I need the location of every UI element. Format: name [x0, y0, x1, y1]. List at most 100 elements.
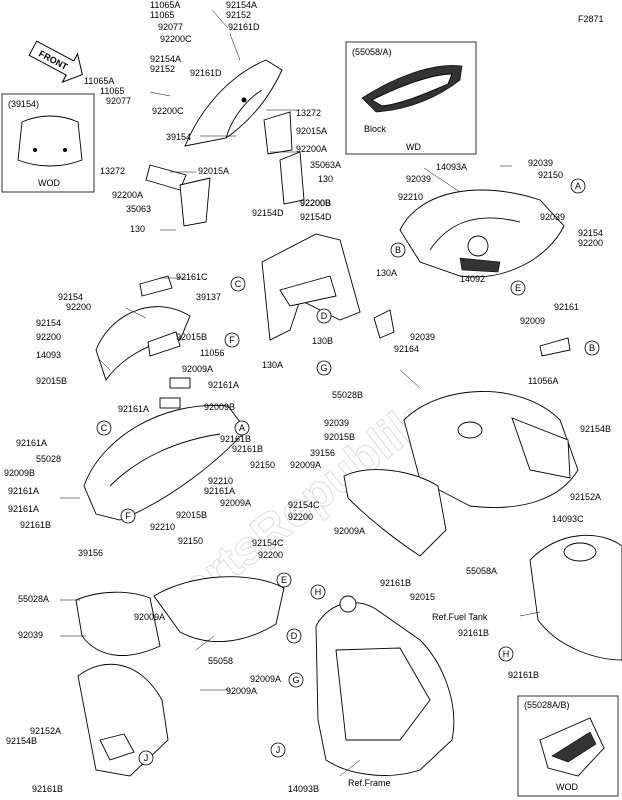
- part-number-label: 92154B: [6, 736, 37, 746]
- part-number-label: 92015: [410, 592, 435, 602]
- part-number-label: 92200B: [300, 198, 331, 208]
- part-number-label: 92161A: [8, 504, 39, 514]
- part-number-label: 92009A: [290, 460, 321, 470]
- callout-circle: [510, 280, 526, 296]
- part-number-label: 92009: [520, 316, 545, 326]
- part-number-label: 55028B: [332, 390, 363, 400]
- callout-j: J: [138, 750, 154, 766]
- part-number-label: 92015B: [324, 432, 355, 442]
- part-number-label: 92154C: [252, 538, 284, 548]
- part-number-label: 92152A: [30, 726, 61, 736]
- part-number-label: 92039: [540, 212, 565, 222]
- part-number-label: 11056: [200, 348, 224, 358]
- part-number-label: 92154A: [150, 54, 181, 64]
- part-number-label: 11056A: [528, 376, 558, 386]
- part-number-label: 92161: [554, 302, 579, 312]
- inset-55028: (55028A/B) WOD: [517, 695, 619, 797]
- part-number-label: 39156: [310, 448, 335, 458]
- part-number-label: 14093C: [552, 514, 584, 524]
- part-number-label: 92161A: [204, 486, 235, 496]
- callout-circle: [120, 508, 136, 524]
- bottom-cowl-part: [77, 663, 169, 777]
- part-number-label: 92009A: [334, 526, 365, 536]
- part-number-label: 92200: [578, 238, 603, 248]
- callout-letter: H: [315, 587, 322, 597]
- part-number-label: 92150: [178, 536, 203, 546]
- part-number-label: 92161B: [20, 520, 51, 530]
- part-number-label: 92009B: [204, 402, 235, 412]
- part-number-label: 92009A: [220, 498, 251, 508]
- part-number-label: 92015B: [176, 510, 207, 520]
- part-number-label: 92039: [410, 332, 435, 342]
- part-number-label: 92154A: [226, 0, 257, 10]
- part-number-label: 130A: [376, 268, 397, 278]
- part-number-label: 39156: [78, 548, 103, 558]
- part-number-label: 39137: [196, 292, 221, 302]
- part-number-label: 92164: [394, 344, 419, 354]
- callout-g: G: [288, 672, 304, 688]
- part-number-label: 92200: [66, 302, 91, 312]
- callout-circle: [584, 340, 600, 356]
- part-number-label: 92200C: [152, 106, 184, 116]
- part-number-label: 92154D: [300, 212, 332, 222]
- callout-circle: [138, 750, 154, 766]
- part-number-label: 130A: [262, 360, 283, 370]
- part-number-label: 14092: [460, 274, 485, 284]
- part-number-label: 55028A: [18, 594, 49, 604]
- callout-circle: [390, 242, 406, 258]
- part-number-label: 92210: [208, 476, 233, 486]
- ref-fuel-tank-label: Ref.Fuel Tank: [432, 612, 488, 622]
- callout-circle: [288, 672, 304, 688]
- callout-circle: [96, 420, 112, 436]
- part-number-label: 92009B: [4, 468, 35, 478]
- callout-letter: B: [395, 245, 401, 255]
- part-number-label: 92200: [36, 332, 61, 342]
- callout-circle: [234, 420, 250, 436]
- part-number-label: 92161A: [118, 404, 149, 414]
- part-number-label: 35063A: [310, 160, 341, 170]
- callout-letter: H: [503, 649, 510, 659]
- inset-55028-title: (55028A/B): [524, 700, 570, 710]
- part-number-label: 92015B: [36, 376, 67, 386]
- part-number-label: 92154B: [580, 424, 611, 434]
- part-number-label: 55028: [36, 454, 61, 464]
- inset-55058-caption: Block: [364, 124, 387, 134]
- part-number-label: 92200A: [296, 144, 327, 154]
- callout-letter: C: [101, 423, 108, 433]
- callout-b: B: [390, 242, 406, 258]
- part-number-label: 92039: [528, 158, 553, 168]
- part-number-label: 92161A: [8, 486, 39, 496]
- callout-letter: B: [589, 343, 595, 353]
- part-number-label: 92152: [150, 64, 175, 74]
- part-number-label: 92161D: [190, 68, 222, 78]
- part-number-label: 92039: [324, 418, 349, 428]
- callout-circle: [276, 572, 292, 588]
- part-number-label: 92154: [36, 318, 61, 328]
- callout-circle: [316, 360, 332, 376]
- bracket-parts: [139, 111, 571, 409]
- right-lower-cowl-part: [343, 469, 447, 557]
- part-number-label: 92015A: [198, 166, 229, 176]
- part-number-label: 92150: [250, 460, 275, 470]
- callout-circle: [230, 276, 246, 292]
- callout-letter: E: [281, 575, 287, 585]
- callout-circle: [224, 332, 240, 348]
- part-number-label: 92009A: [134, 612, 165, 622]
- right-fairing-part: [403, 391, 579, 508]
- inset-39154-sub: WOD: [38, 178, 60, 188]
- part-number-label: 92200B: [300, 198, 331, 208]
- part-number-label: 92039: [18, 630, 43, 640]
- inset-55058-title: (55058/A): [352, 47, 392, 57]
- part-number-label: 130: [318, 174, 333, 184]
- part-number-label: 92161B: [232, 444, 263, 454]
- part-number-label: 130B: [312, 336, 333, 346]
- callout-e: E: [510, 280, 526, 296]
- part-number-label: 92210: [150, 522, 175, 532]
- part-number-label: 92015A: [296, 126, 327, 136]
- callout-letter: A: [575, 181, 581, 191]
- part-number-label: 39154: [166, 132, 191, 142]
- callout-letter: A: [239, 423, 245, 433]
- part-number-label: 92200C: [160, 34, 192, 44]
- callout-c: C: [96, 420, 112, 436]
